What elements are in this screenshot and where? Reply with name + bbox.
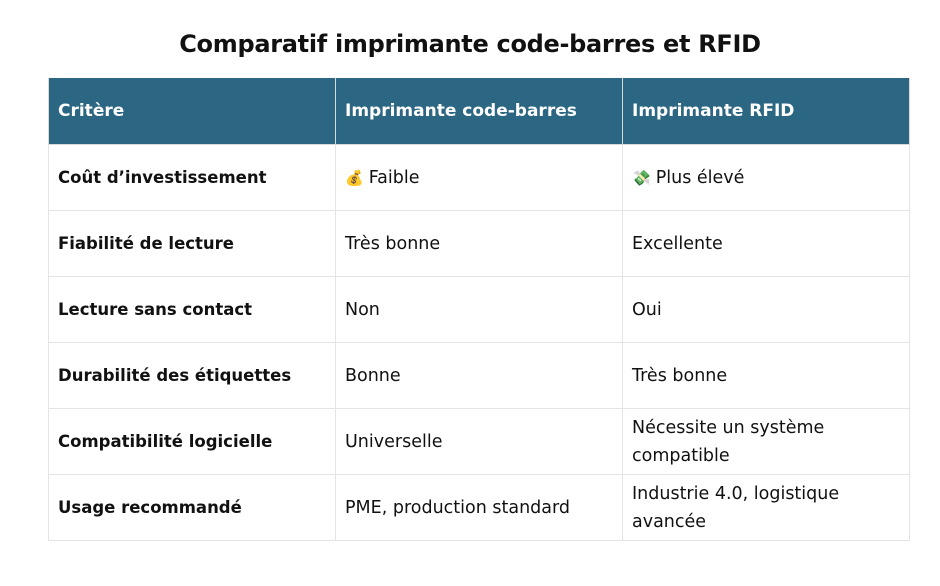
rfid-cell: Très bonne [622, 342, 910, 409]
table-row: Coût d’investissement 💰Faible 💸Plus élev… [48, 144, 910, 211]
table-row: Fiabilité de lecture Très bonne Excellen… [48, 210, 910, 277]
barcode-value: Faible [368, 167, 420, 188]
criterion-cell: Compatibilité logicielle [48, 408, 336, 475]
table-row: Lecture sans contact Non Oui [48, 276, 910, 343]
header-rfid: Imprimante RFID [622, 78, 910, 145]
rfid-cell: Excellente [622, 210, 910, 277]
rfid-cell: Nécessite un système compatible [622, 408, 910, 475]
money-bag-icon: 💰 [345, 168, 364, 187]
table-row: Usage recommandé PME, production standar… [48, 474, 910, 541]
rfid-cell: 💸Plus élevé [622, 144, 910, 211]
criterion-cell: Coût d’investissement [48, 144, 336, 211]
rfid-cell: Oui [622, 276, 910, 343]
barcode-cell: 💰Faible [335, 144, 623, 211]
table-row: Durabilité des étiquettes Bonne Très bon… [48, 342, 910, 409]
rfid-cell: Industrie 4.0, logistique avancée [622, 474, 910, 541]
header-criterion: Critère [48, 78, 336, 145]
criterion-cell: Fiabilité de lecture [48, 210, 336, 277]
criterion-cell: Durabilité des étiquettes [48, 342, 336, 409]
money-with-wings-icon: 💸 [632, 168, 651, 187]
criterion-cell: Usage recommandé [48, 474, 336, 541]
table-row: Compatibilité logicielle Universelle Néc… [48, 408, 910, 475]
header-barcode: Imprimante code-barres [335, 78, 623, 145]
criterion-cell: Lecture sans contact [48, 276, 336, 343]
comparison-table: Critère Imprimante code-barres Imprimant… [48, 78, 910, 541]
barcode-cell: Très bonne [335, 210, 623, 277]
barcode-cell: PME, production standard [335, 474, 623, 541]
rfid-value: Plus élevé [655, 167, 745, 188]
barcode-cell: Universelle [335, 408, 623, 475]
page-title: Comparatif imprimante code-barres et RFI… [179, 30, 761, 58]
barcode-cell: Non [335, 276, 623, 343]
barcode-cell: Bonne [335, 342, 623, 409]
table-header-row: Critère Imprimante code-barres Imprimant… [48, 78, 910, 145]
